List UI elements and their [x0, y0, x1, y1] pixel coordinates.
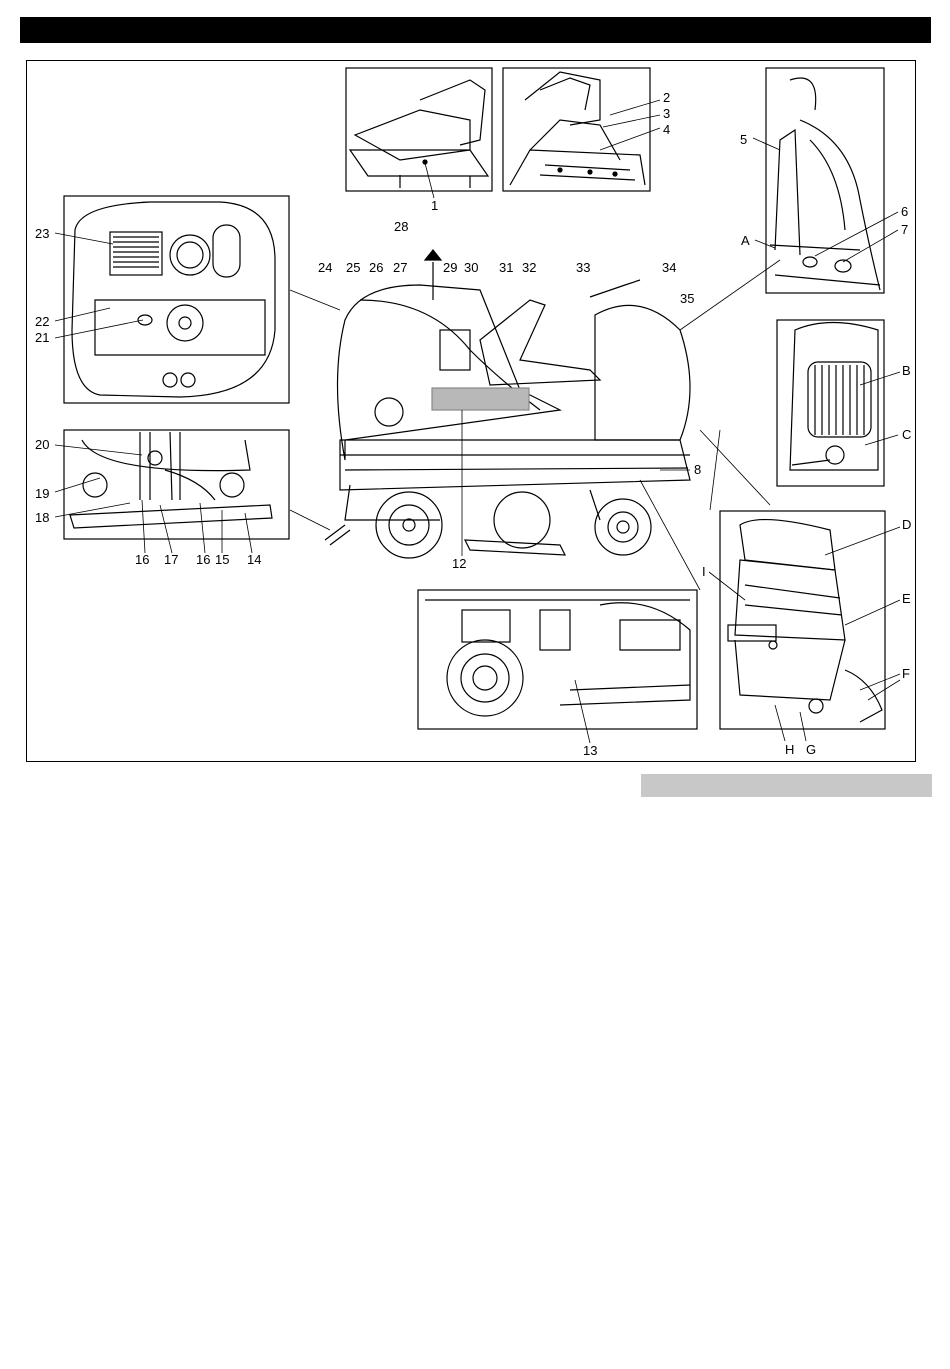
callout-34: 34 [662, 261, 676, 274]
callout-28: 28 [394, 220, 408, 233]
callout-15: 15 [215, 553, 229, 566]
callout-G: G [806, 743, 816, 756]
callout-24: 24 [318, 261, 332, 274]
callout-30: 30 [464, 261, 478, 274]
sweeper-drawing [728, 520, 882, 722]
callout-33: 33 [576, 261, 590, 274]
inset-steering [766, 68, 884, 293]
callout-18: 18 [35, 511, 49, 524]
callout-B: B [902, 364, 911, 377]
callout-D: D [902, 518, 911, 531]
seat-top-drawing [350, 80, 488, 188]
callout-E: E [902, 592, 911, 605]
callout-A: A [741, 234, 750, 247]
callout-26: 26 [369, 261, 383, 274]
squeegee-drawing [70, 432, 272, 528]
callout-16-right: 16 [196, 553, 210, 566]
callout-21: 21 [35, 331, 49, 344]
callout-13: 13 [583, 744, 597, 757]
callout-35: 35 [680, 292, 694, 305]
callout-16-left: 16 [135, 553, 149, 566]
callout-F: F [902, 667, 910, 680]
seat-open-drawing [510, 72, 645, 185]
callout-12: 12 [452, 557, 466, 570]
callout-5: 5 [740, 133, 747, 146]
callout-H: H [785, 743, 794, 756]
callout-19: 19 [35, 487, 49, 500]
callout-2: 2 [663, 91, 670, 104]
callout-14: 14 [247, 553, 261, 566]
inset-seat-open [503, 68, 650, 191]
main-machine-drawing [325, 250, 690, 558]
callout-3: 3 [663, 107, 670, 120]
callout-20: 20 [35, 438, 49, 451]
brush-deck-drawing [425, 600, 690, 716]
inset-brush-deck [418, 590, 697, 729]
callout-I: I [702, 565, 706, 578]
callout-8: 8 [694, 463, 701, 476]
tank-top-drawing [72, 202, 275, 397]
callout-7: 7 [901, 223, 908, 236]
callout-17: 17 [164, 553, 178, 566]
callout-27: 27 [393, 261, 407, 274]
callout-32: 32 [522, 261, 536, 274]
callout-22: 22 [35, 315, 49, 328]
callout-29: 29 [443, 261, 457, 274]
callout-C: C [902, 428, 911, 441]
callout-25: 25 [346, 261, 360, 274]
inset-filter [777, 320, 884, 486]
callout-31: 31 [499, 261, 513, 274]
inset-sweeper [720, 511, 885, 729]
callout-1: 1 [431, 199, 438, 212]
callout-23: 23 [35, 227, 49, 240]
callout-4: 4 [663, 123, 670, 136]
callout-6: 6 [901, 205, 908, 218]
filter-drawing [790, 323, 878, 471]
steering-drawing [770, 78, 880, 290]
